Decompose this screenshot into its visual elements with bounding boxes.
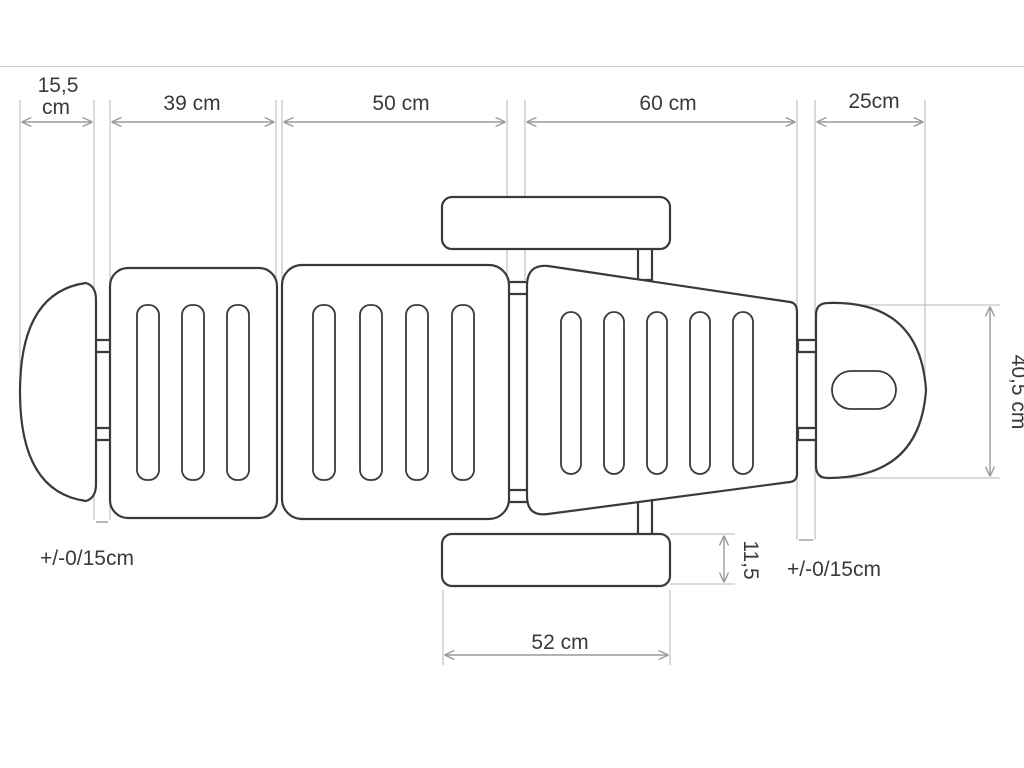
label-face-rest: 25cm (848, 90, 899, 113)
table-dimension-diagram: 15,5 cm 39 cm 50 cm 60 cm 25cm 40,5 cm +… (18, 74, 1024, 665)
leg-slots (560, 311, 754, 475)
dimension-labels: 15,5 cm 39 cm 50 cm 60 cm 25cm 40,5 cm +… (38, 74, 1024, 654)
label-middle-section: 50 cm (372, 92, 429, 115)
label-armrest-width: 11,5 (739, 540, 762, 579)
armrest-top (440, 195, 672, 251)
face-hole (831, 370, 897, 410)
label-armrest-length: 52 cm (531, 631, 588, 654)
armrest-bottom (440, 532, 672, 588)
middle-slots (312, 304, 475, 481)
dimension-lines (22, 122, 990, 655)
headrest (18, 281, 98, 503)
bottom-band (0, 700, 1024, 768)
label-gap-right: +/-0/15cm (787, 558, 881, 581)
label-leg-section: 60 cm (639, 92, 696, 115)
label-shoulder-section: 39 cm (163, 92, 220, 115)
top-divider (0, 66, 1024, 67)
shoulder-slots (136, 304, 250, 481)
label-headrest-width-1: 15,5 (38, 74, 79, 97)
label-gap-left: +/-0/15cm (40, 547, 134, 570)
label-headrest-width-2: cm (42, 96, 70, 119)
label-face-rest-width: 40,5 cm (1007, 355, 1024, 430)
